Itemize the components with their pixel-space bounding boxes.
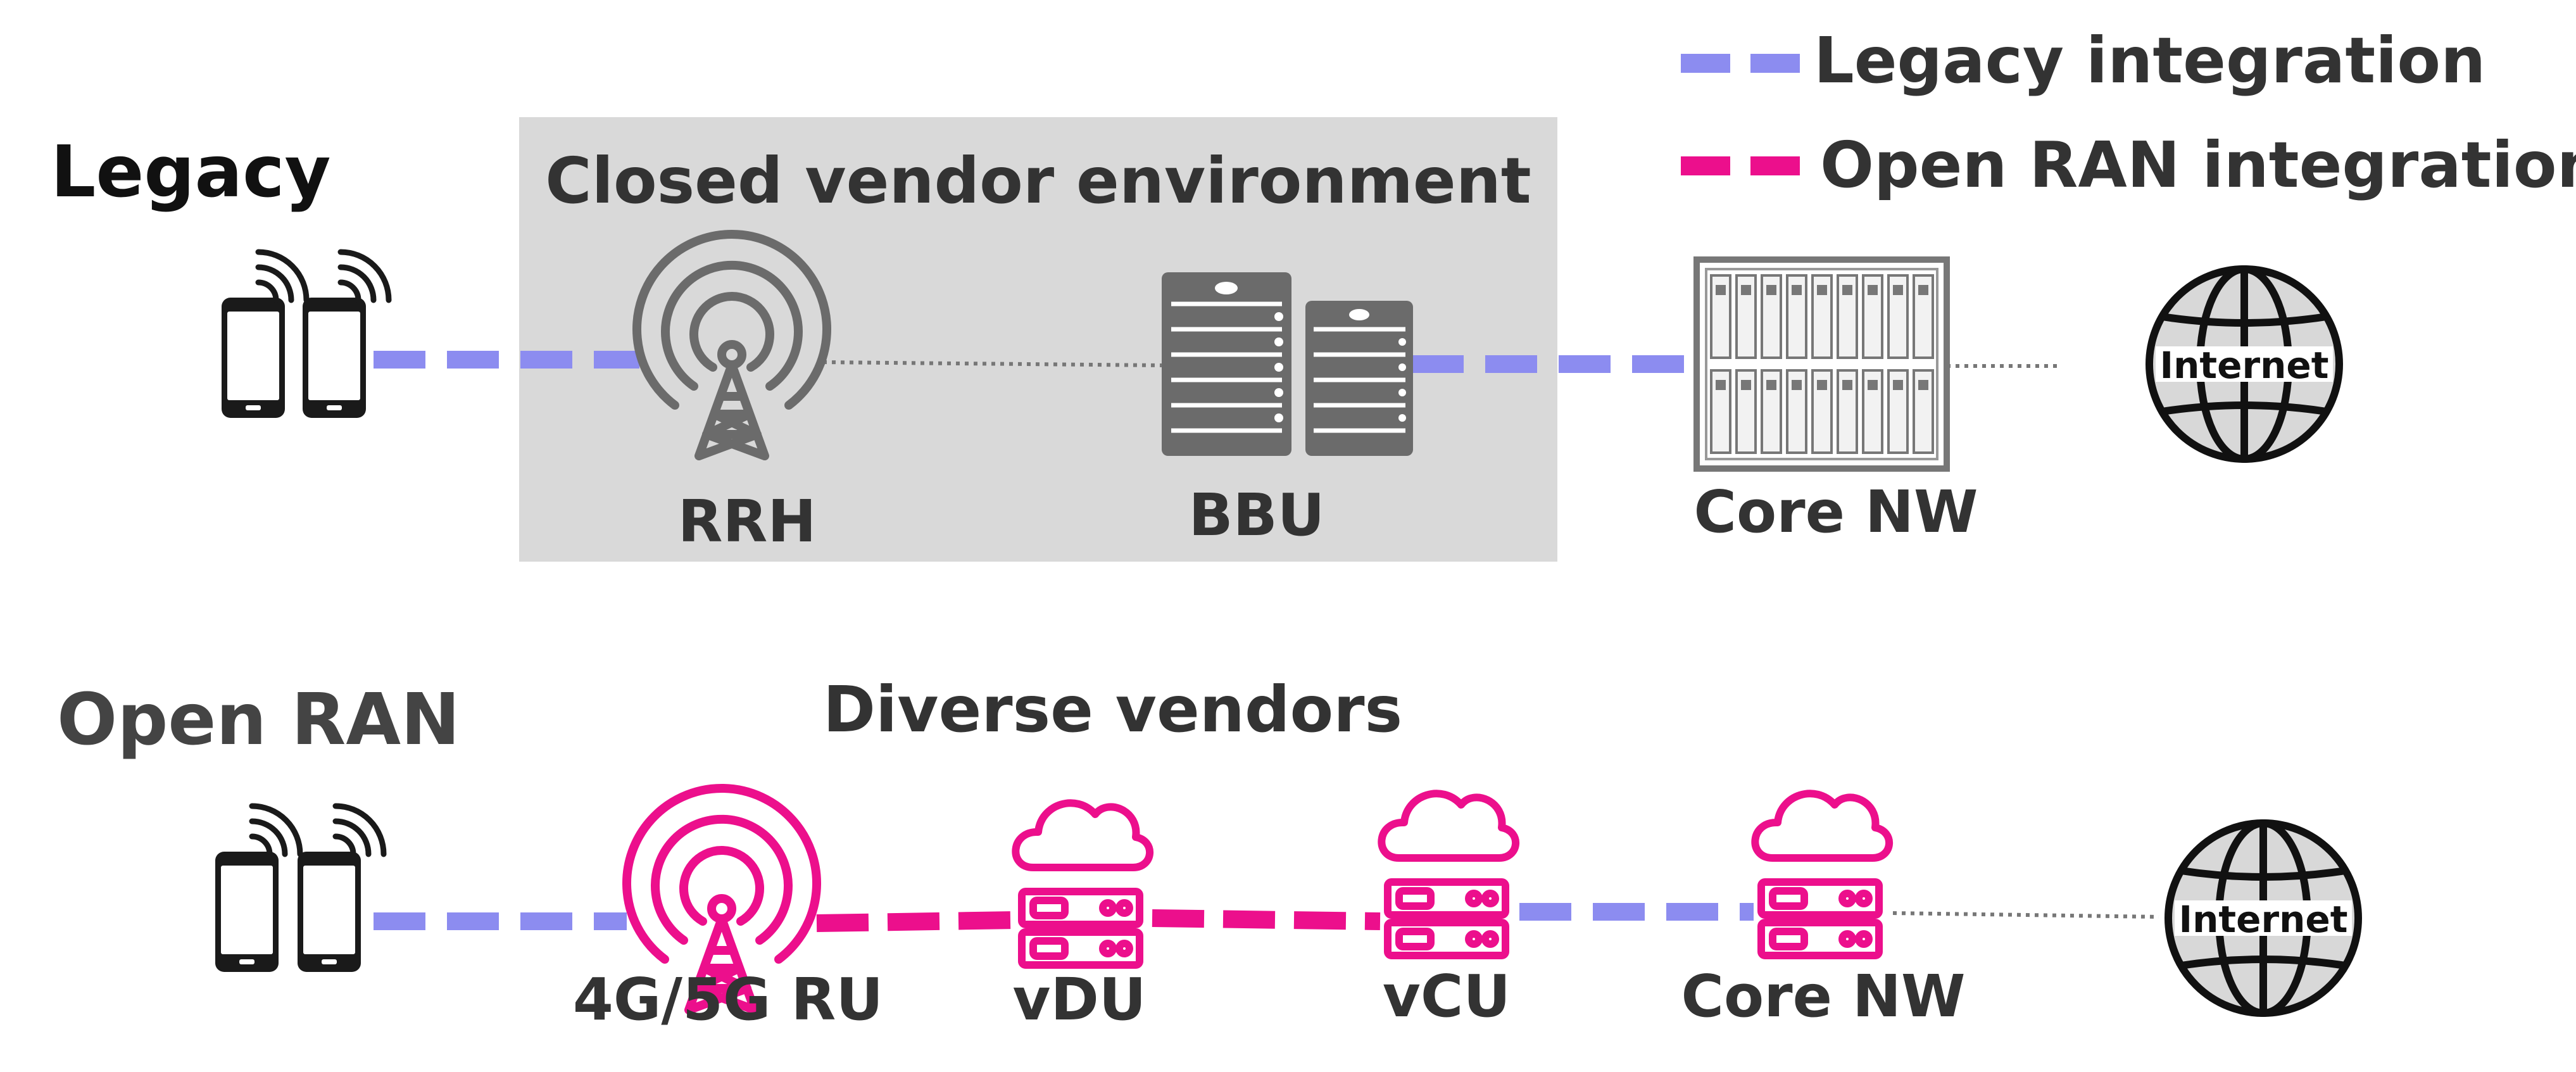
open-internet-label: Internet [2179,898,2348,941]
open-ran-row-title: Open RAN [57,679,460,761]
diverse-vendors-label: Diverse vendors [823,672,1402,747]
legend: Legacy integration Open RAN integration [1681,23,2576,202]
open-link-core-internet [1892,911,2159,919]
open-link-vdu-vcu [1152,909,1381,930]
rrh-label: RRH [678,488,817,555]
bbu-label: BBU [1189,481,1325,549]
open-ran-smartphone-icon [215,806,384,972]
bbu-server-rack-icon [1162,272,1413,456]
legacy-core-label: Core NW [1694,478,1978,546]
vdu-label: vDU [1012,966,1146,1033]
legacy-smartphone-icon [222,252,389,418]
vdu-cloud-server-icon [1015,803,1150,965]
legacy-row: Legacy Closed vendor environment RRH [51,117,2339,562]
open-ran-row: Open RAN Diverse vendors 4G/5G RU vDU vC [57,672,2358,1033]
legacy-row-title: Legacy [51,131,330,213]
vcu-cloud-server-icon [1381,793,1516,955]
open-link-ru-vdu [816,911,1017,932]
legend-open-label: Open RAN integration [1820,128,2576,202]
legacy-core-server-cabinet-icon [1693,256,1950,472]
open-core-cloud-server-icon [1755,793,1889,955]
legacy-internet-label: Internet [2160,344,2329,387]
vcu-label: vCU [1383,962,1511,1030]
legacy-link-rrh-bbu [822,360,1162,367]
legend-legacy-label: Legacy integration [1814,23,2485,98]
closed-vendor-title: Closed vendor environment [545,144,1531,218]
ru-label: 4G/5G RU [573,966,883,1033]
open-core-label: Core NW [1681,962,1966,1030]
